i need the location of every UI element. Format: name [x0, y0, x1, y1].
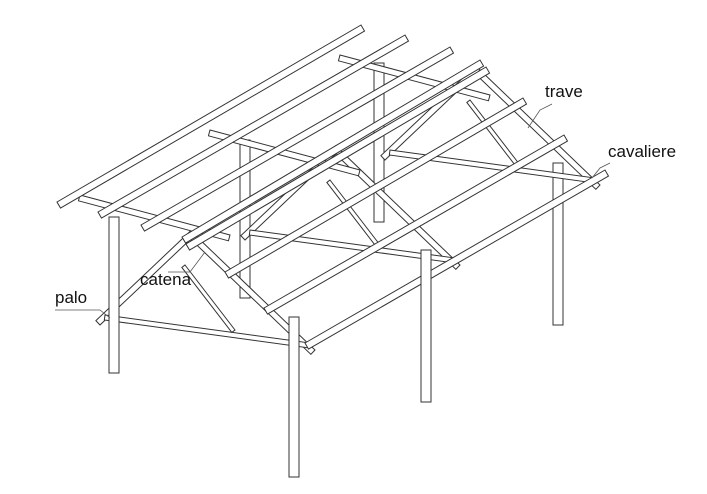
- label-cavaliere: cavaliere: [608, 142, 677, 161]
- palo-front-right: [420, 249, 432, 403]
- palo-front-mid: [288, 316, 300, 478]
- label-catena: catena: [140, 270, 192, 289]
- leader-trave: [527, 103, 553, 129]
- leader-catena: [168, 251, 206, 273]
- palo: [108, 216, 120, 374]
- arcareccio: [263, 134, 569, 315]
- arcareccio: [181, 59, 485, 244]
- arcareccio: [224, 97, 528, 279]
- arcareccio: [140, 46, 455, 232]
- structure: [56, 24, 610, 478]
- leader-lines: [55, 103, 611, 319]
- label-palo: palo: [55, 288, 88, 307]
- cavaliere: [304, 169, 610, 350]
- arcareccio: [56, 24, 366, 209]
- label-trave: trave: [545, 82, 583, 101]
- arcareccio: [185, 66, 491, 251]
- saetta: [181, 264, 236, 334]
- leader-palo: [55, 309, 111, 319]
- leader-cavaliere: [591, 162, 611, 179]
- palo-back-right: [552, 162, 564, 326]
- arcareccio: [97, 34, 410, 219]
- palo-back: [373, 62, 385, 223]
